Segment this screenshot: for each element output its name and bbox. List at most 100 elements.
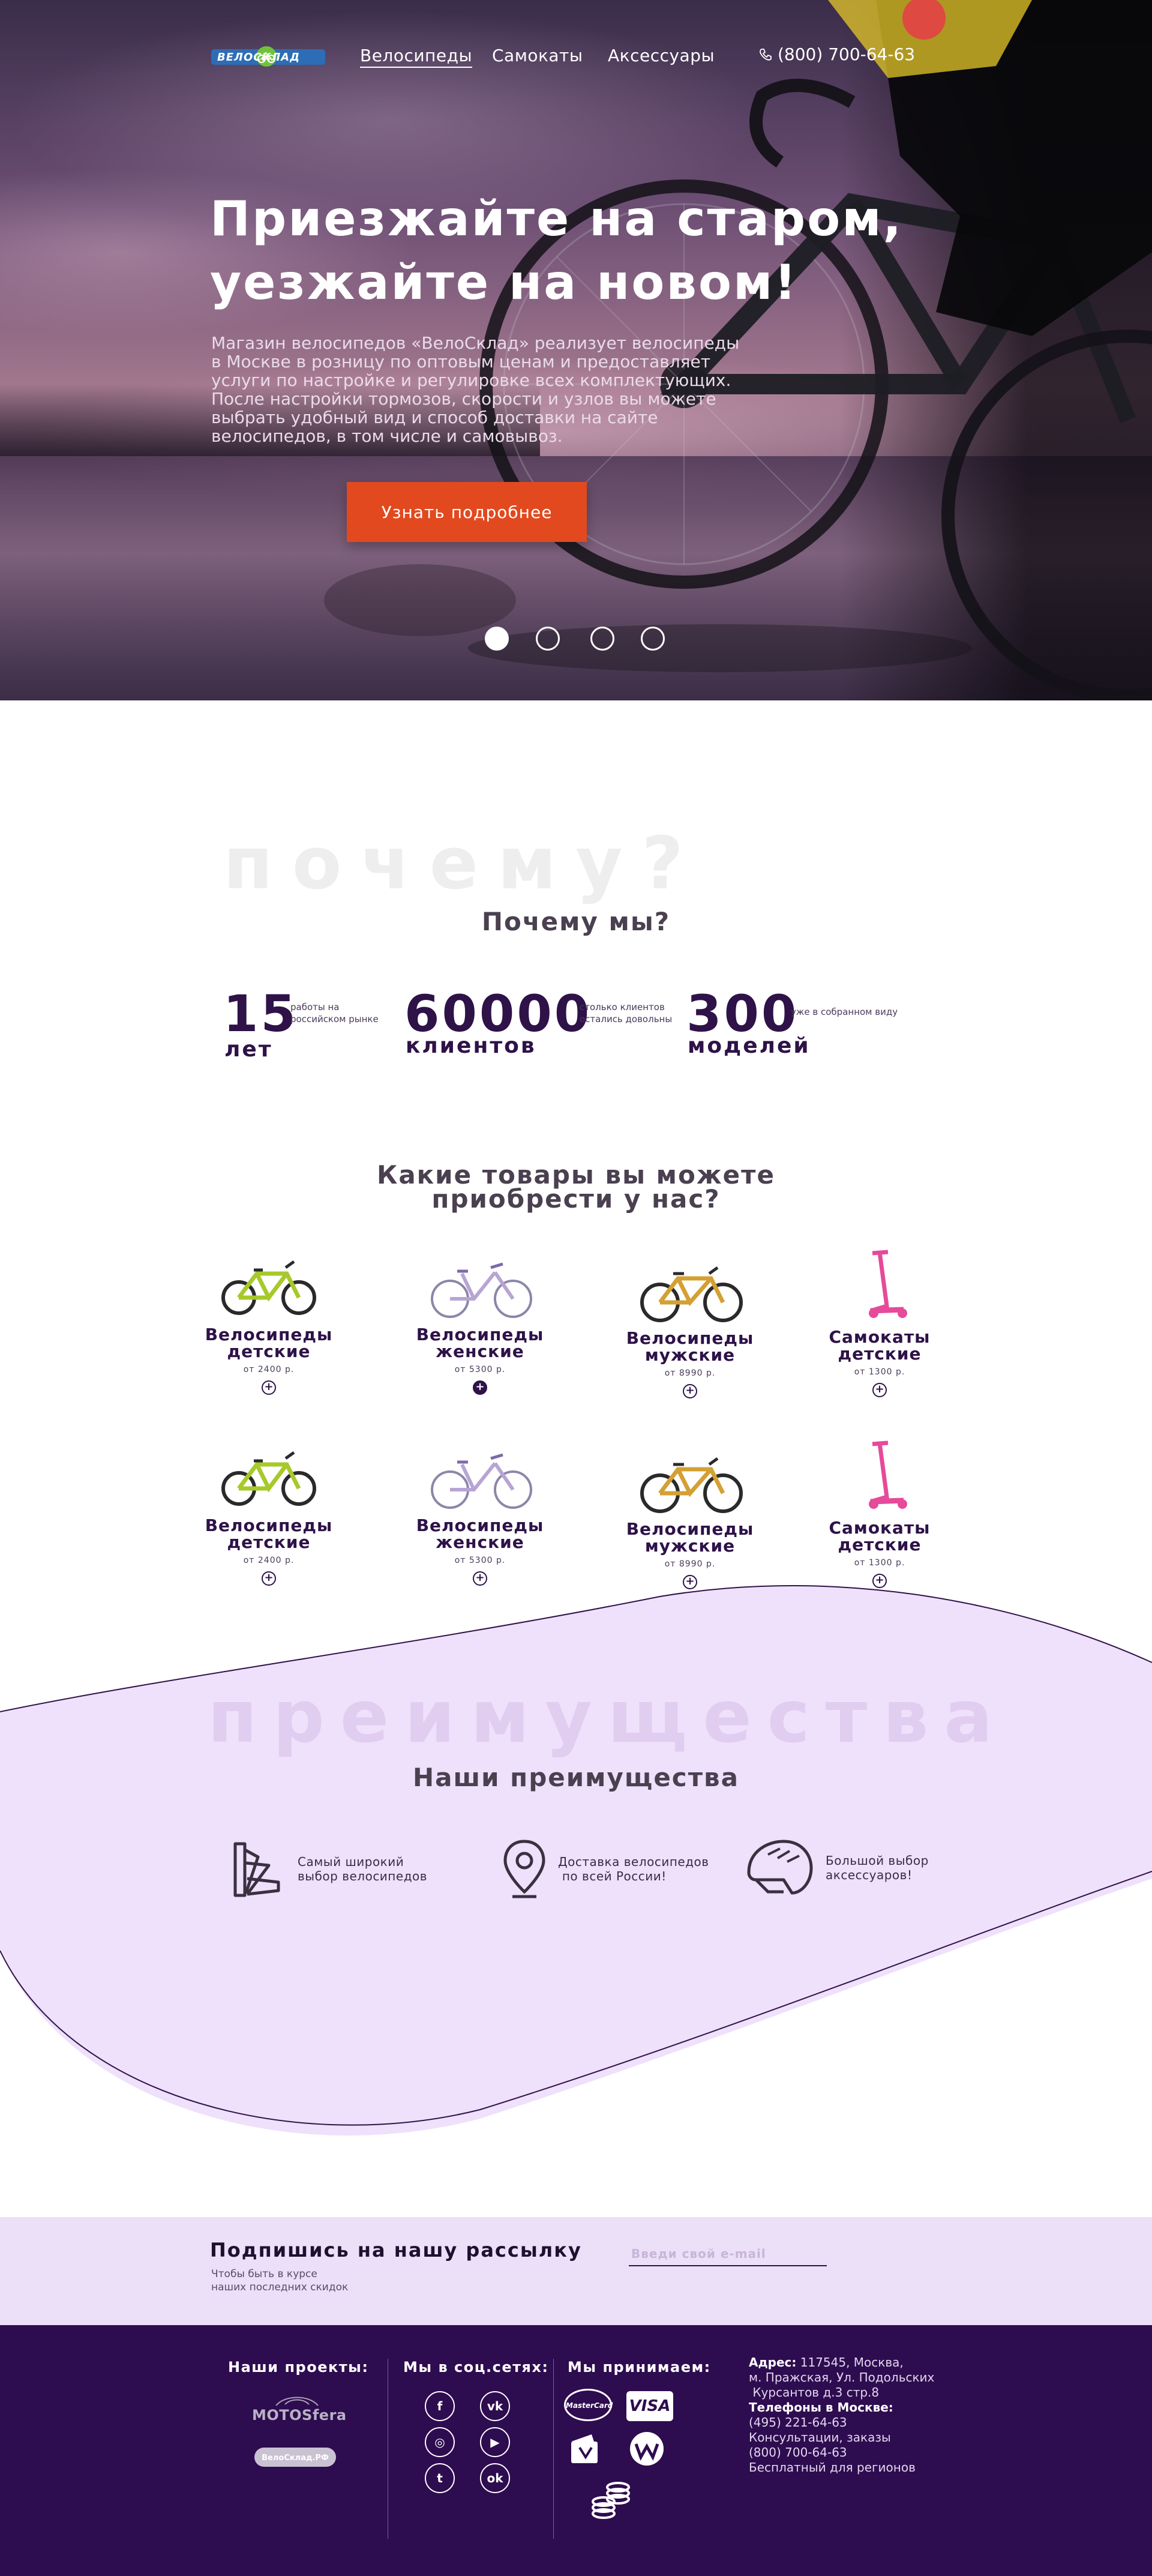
stat-years-number: 15 bbox=[223, 984, 298, 1043]
newsletter-text-line-2: наших последних скидок bbox=[211, 2281, 349, 2293]
product-price: от 5300 р. bbox=[454, 1556, 506, 1565]
product-add-button[interactable]: + bbox=[473, 1571, 487, 1586]
address-label: Адрес: bbox=[749, 2355, 797, 2370]
stat-clients-note-line-2: остались довольны bbox=[580, 1014, 673, 1025]
advantages-ghost-heading: преимущества bbox=[208, 1676, 1009, 1759]
newsletter-text-line-1: Чтобы быть в курсе bbox=[211, 2268, 317, 2280]
slider-dot-1[interactable] bbox=[485, 627, 509, 651]
stat-clients-note: столько клиентов остались довольны bbox=[580, 1001, 672, 1025]
slider-dots bbox=[0, 627, 1152, 651]
stat-years-note-line-2: российском рынке bbox=[290, 1014, 379, 1025]
stat-models-number: 300 bbox=[686, 984, 799, 1043]
facebook-icon[interactable]: f bbox=[425, 2391, 455, 2421]
product-add-button[interactable]: + bbox=[262, 1380, 276, 1395]
nav-link-bicycles[interactable]: Велосипеды bbox=[360, 46, 473, 68]
footer-phone-2-note: Бесплатный для регионов bbox=[749, 2460, 916, 2475]
address-value: 117545, Москва, bbox=[800, 2355, 904, 2370]
mastercard-label: MasterCard bbox=[566, 2401, 613, 2410]
stat-years-unit: лет bbox=[224, 1037, 273, 1062]
main-nav: ВЕЛОСКЛАД Велосипеды Самокаты Аксессуары… bbox=[0, 43, 1152, 70]
product-add-button[interactable]: + bbox=[683, 1384, 697, 1398]
advantage-delivery: Доставка велосипедов по всей России! bbox=[500, 1837, 709, 1901]
newsletter-email-input[interactable] bbox=[629, 2242, 827, 2266]
header-phone-number: (800) 700-64-63 bbox=[778, 44, 916, 64]
hero-shore-background bbox=[0, 384, 540, 456]
address-line-3: Курсантов д.3 стр.8 bbox=[752, 2385, 880, 2400]
mens-bike-icon bbox=[600, 1444, 780, 1516]
footer-phone-2[interactable]: (800) 700-64-63 bbox=[749, 2445, 847, 2460]
header-phone[interactable]: (800) 700-64-63 bbox=[758, 44, 915, 64]
footer-phone-1[interactable]: (495) 221-64-63 bbox=[749, 2415, 847, 2430]
hero-title-line-1: Приезжайте на старом, bbox=[210, 191, 904, 247]
mastercard-icon: MasterCard bbox=[564, 2389, 613, 2421]
vk-icon[interactable]: vk bbox=[480, 2391, 510, 2421]
product-add-button[interactable]: + bbox=[262, 1571, 276, 1586]
product-add-button[interactable]: + bbox=[473, 1380, 487, 1395]
stat-models-note: уже в собранном виду bbox=[791, 1006, 898, 1018]
nav-link-accessories[interactable]: Аксессуары bbox=[608, 46, 715, 65]
newsletter-section: Подпишись на нашу рассылку Чтобы быть в … bbox=[0, 2217, 1152, 2325]
project-motosfera-logo[interactable]: MOTOSfera bbox=[252, 2392, 347, 2426]
product-price: от 5300 р. bbox=[454, 1365, 506, 1374]
youtube-icon[interactable]: ▶ bbox=[480, 2427, 510, 2457]
stat-clients-number: 60000 bbox=[404, 984, 592, 1043]
womens-bike-icon bbox=[390, 1440, 570, 1512]
footer: Наши проекты: MOTOSfera ВелоСклад.РФ Мы … bbox=[0, 2325, 1152, 2576]
product-add-button[interactable]: + bbox=[872, 1574, 887, 1588]
slider-dot-4[interactable] bbox=[641, 627, 665, 651]
motosfera-arc-icon bbox=[275, 2397, 319, 2406]
nav-link-scooters[interactable]: Самокаты bbox=[492, 46, 583, 65]
kids-bike-icon bbox=[179, 1250, 359, 1322]
product-price: от 2400 р. bbox=[243, 1365, 295, 1374]
learn-more-button[interactable]: Узнать подробнее bbox=[347, 482, 587, 542]
project-motosfera-text: MOTOSfera bbox=[252, 2407, 347, 2424]
womens-bike-icon bbox=[390, 1250, 570, 1322]
product-add-button[interactable]: + bbox=[872, 1383, 887, 1397]
logo-text: ВЕЛОСКЛАД bbox=[217, 51, 301, 64]
scooter-icon bbox=[790, 1240, 970, 1324]
slider-dot-2[interactable] bbox=[536, 627, 560, 651]
slider-dot-3[interactable] bbox=[590, 627, 614, 651]
logo[interactable]: ВЕЛОСКЛАД bbox=[211, 46, 325, 67]
hero-title-line-2: уезжайте на новом! bbox=[210, 254, 798, 310]
footer-phone-1-note: Консультации, заказы bbox=[749, 2430, 891, 2445]
hero-slider: ВЕЛОСКЛАД Велосипеды Самокаты Аксессуары… bbox=[0, 0, 1152, 700]
coins-icon bbox=[592, 2482, 630, 2519]
visa-icon: VISA bbox=[626, 2391, 673, 2421]
odnoklassniki-icon[interactable]: ok bbox=[480, 2463, 510, 2493]
products-title-line-1: Какие товары вы можете bbox=[377, 1160, 775, 1190]
footer-divider bbox=[553, 2359, 554, 2539]
project-veloskald-logo[interactable]: ВелоСклад.РФ bbox=[254, 2448, 336, 2467]
product-price: от 8990 р. bbox=[664, 1368, 716, 1378]
phone-icon bbox=[760, 48, 772, 61]
palette-swatch-icon bbox=[233, 1842, 280, 1897]
twitter-icon[interactable]: t bbox=[425, 2463, 455, 2493]
product-price: от 1300 р. bbox=[854, 1367, 905, 1377]
why-ghost-heading: почему? bbox=[223, 822, 703, 906]
address-line-2: м. Пражская, Ул. Подольских bbox=[749, 2370, 935, 2385]
kids-bike-icon bbox=[179, 1440, 359, 1512]
stat-models-note-line-1: уже в собранном виду bbox=[791, 1007, 898, 1017]
map-pin-icon bbox=[503, 1840, 545, 1898]
helmet-icon bbox=[747, 1840, 813, 1895]
phones-label: Телефоны в Москве: bbox=[749, 2400, 893, 2415]
newsletter-text: Чтобы быть в курсе наших последних скидо… bbox=[211, 2268, 391, 2294]
product-add-button[interactable]: + bbox=[683, 1575, 697, 1589]
instagram-icon[interactable]: ◎ bbox=[425, 2427, 455, 2457]
advantages-title: Наши преимущества bbox=[413, 1763, 739, 1792]
